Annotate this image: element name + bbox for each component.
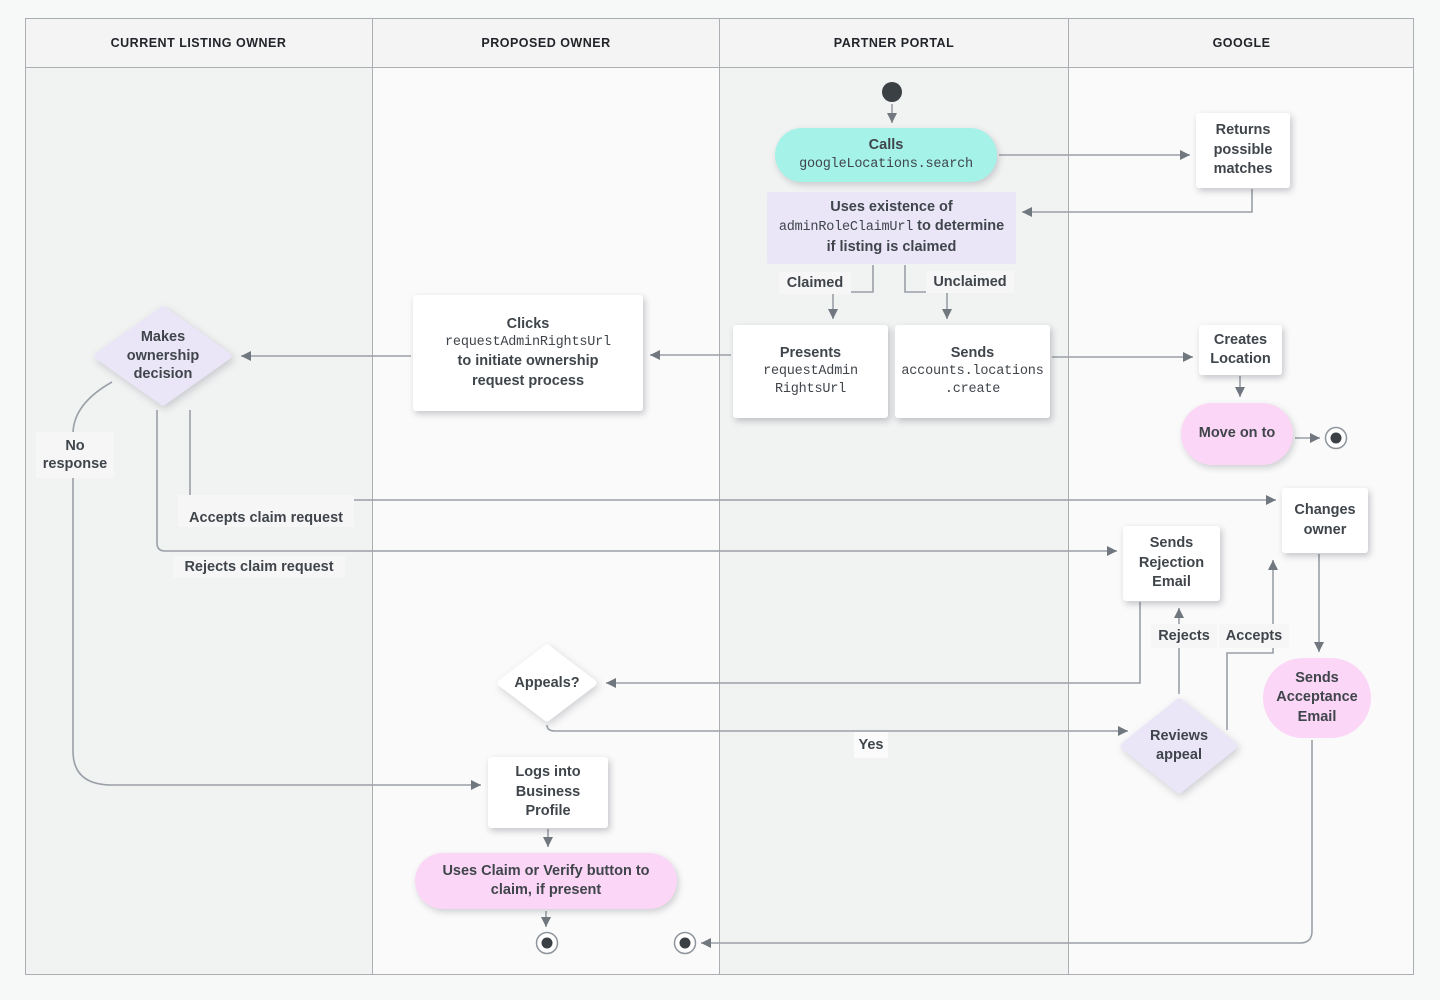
uses-existence-pre: Uses existence of [830, 199, 953, 215]
presents-code-line1: requestAdmin [763, 364, 858, 380]
makes-ownership-decision-diamond [94, 306, 232, 406]
edge-label-unclaimed: Unclaimed [926, 271, 1014, 293]
calls-label: Calls [868, 137, 904, 154]
logs-into-business-profile-node: Logs into Business Profile [488, 757, 608, 828]
presents-code-line2: RightsUrl [774, 382, 847, 398]
lane-header-google: GOOGLE [1068, 18, 1414, 68]
end-node-partner-portal [673, 931, 697, 955]
sends-create-label: Sends [950, 344, 995, 361]
creates-location-label: Creates Location [1210, 331, 1271, 367]
lane-header-proposed-owner: PROPOSED OWNER [372, 18, 719, 68]
edge-label-accepts: Accepts [1219, 624, 1289, 648]
reviews-appeal-label: Reviews appeal [1149, 728, 1209, 763]
appeals-label: Appeals? [514, 674, 580, 691]
edge-label-claimed: Claimed [779, 272, 851, 294]
creates-location-node: Creates Location [1199, 325, 1282, 375]
sends-create-code-line1: accounts.locations [901, 364, 1044, 380]
edge-no-response-to-logs-into [72, 381, 481, 790]
end-node-google [1324, 426, 1348, 450]
sends-rejection-email-label: Sends Rejection Email [1138, 535, 1205, 591]
edge-label-rejects-claim-request: Rejects claim request [173, 556, 345, 578]
presents-request-admin-rights-url-node: Presents requestAdmin RightsUrl [733, 325, 888, 418]
edge-label-rejects: Rejects [1151, 624, 1217, 648]
start-node [882, 82, 902, 102]
changes-owner-node: Changes owner [1282, 488, 1368, 553]
move-on-to-label: Move on to [1198, 425, 1276, 442]
sends-rejection-email-node: Sends Rejection Email [1123, 526, 1220, 601]
edge-acceptance-email-to-end [701, 740, 1313, 948]
edge-accepts-claim-to-changes-owner [189, 410, 1276, 505]
uses-claim-or-verify-node: Uses Claim or Verify button to claim, if… [415, 853, 677, 909]
clicks-code: requestAdminRightsUrl [445, 335, 611, 351]
makes-ownership-decision-label: Makes ownership decision [126, 328, 200, 383]
returns-possible-matches-node: Returns possible matches [1196, 113, 1290, 188]
edge-label-no-response: No response [36, 432, 114, 478]
edge-appeals-yes-to-reviews-appeal [546, 724, 1128, 736]
calls-google-locations-search-node: Calls googleLocations.search [775, 128, 997, 182]
end-node-proposed-owner [535, 931, 559, 955]
diagram-border [25, 18, 1414, 975]
edge-reviews-accepts-to-changes-owner [1226, 560, 1278, 730]
edge-rejects-claim-to-rejection-email [156, 410, 1117, 556]
edge-claimed-to-presents [828, 265, 874, 319]
appeals-diamond [497, 644, 597, 722]
clicks-post: to initiate ownership request process [457, 353, 599, 389]
logs-into-business-profile-label: Logs into Business Profile [515, 764, 581, 820]
uses-existence-node: Uses existence of adminRoleClaimUrl to d… [767, 192, 1016, 264]
sends-acceptance-email-node: Sends Acceptance Email [1263, 658, 1371, 738]
uses-existence-code: adminRoleClaimUrl [778, 220, 914, 236]
sends-acceptance-email-label: Sends Acceptance Email [1276, 669, 1358, 725]
edge-label-accepts-claim-request: Accepts claim request [178, 495, 354, 527]
clicks-label: Clicks [506, 315, 550, 332]
calls-code: googleLocations.search [799, 156, 973, 172]
edge-returns-to-uses-existence [1022, 189, 1253, 217]
sends-accounts-locations-create-node: Sends accounts.locations .create [895, 325, 1050, 418]
reviews-appeal-diamond [1120, 698, 1238, 794]
sends-create-code-line2: .create [944, 382, 1001, 398]
lane-header-partner-portal: PARTNER PORTAL [719, 18, 1068, 68]
edge-rejection-email-to-appeals [606, 602, 1141, 688]
uses-existence-post: to determine if listing is claimed [826, 218, 1005, 255]
edge-label-yes: Yes [854, 732, 888, 758]
presents-label: Presents [779, 344, 842, 361]
lane-header-current-listing-owner: CURRENT LISTING OWNER [25, 18, 372, 68]
move-on-to-node: Move on to [1181, 403, 1293, 465]
returns-possible-matches-label: Returns possible matches [1213, 122, 1273, 178]
changes-owner-label: Changes owner [1294, 502, 1356, 538]
uses-claim-or-verify-label: Uses Claim or Verify button to claim, if… [442, 862, 650, 898]
clicks-request-admin-rights-url-node: Clicks requestAdminRightsUrl to initiate… [413, 295, 643, 411]
